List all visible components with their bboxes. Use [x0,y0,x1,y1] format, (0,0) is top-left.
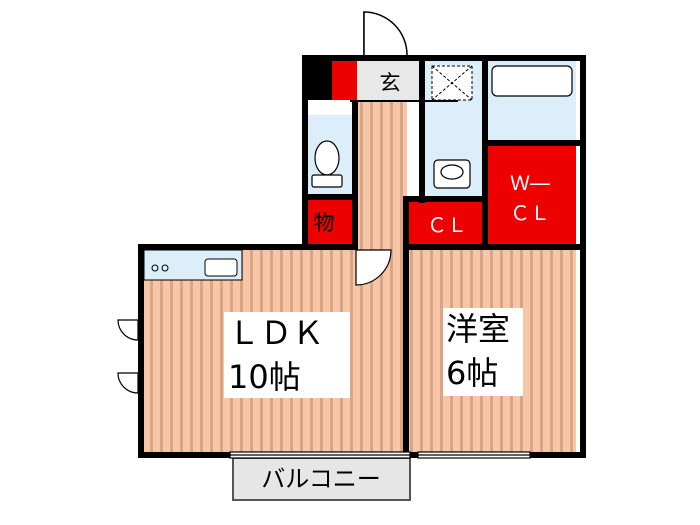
ldk-name: ＬＤＫ [228,314,324,352]
walk-in-closet-label-2: ＣＬ [510,201,550,225]
walk-in-closet-label-1: Ｗ― [510,171,550,195]
balcony [232,457,411,501]
walk-in-closet [486,146,576,246]
washing-machine-icon [431,65,473,101]
western-room-size: 6帖 [446,354,498,392]
closet [409,200,483,246]
western-room-name: 洋室 [446,310,510,348]
closet-label: ＣＬ [427,213,467,237]
ldk-size: 10帖 [228,358,301,396]
bathtub-icon [491,65,573,97]
hallway-floor [357,100,407,249]
shoe-cabinet [331,60,357,100]
hall-door-swing [355,249,392,286]
entrance-floor [357,60,419,100]
washbasin-icon [433,159,471,189]
ldk-side-doors [117,319,139,394]
kitchen-counter [143,249,243,281]
storage-room [306,198,354,245]
balcony-windows [229,451,531,459]
storage-label: 物 [314,211,335,235]
entry-door [363,11,408,56]
entrance-label: 玄 [380,71,401,95]
balcony-label: バルコニー [261,465,381,493]
toilet-icon [311,140,343,188]
